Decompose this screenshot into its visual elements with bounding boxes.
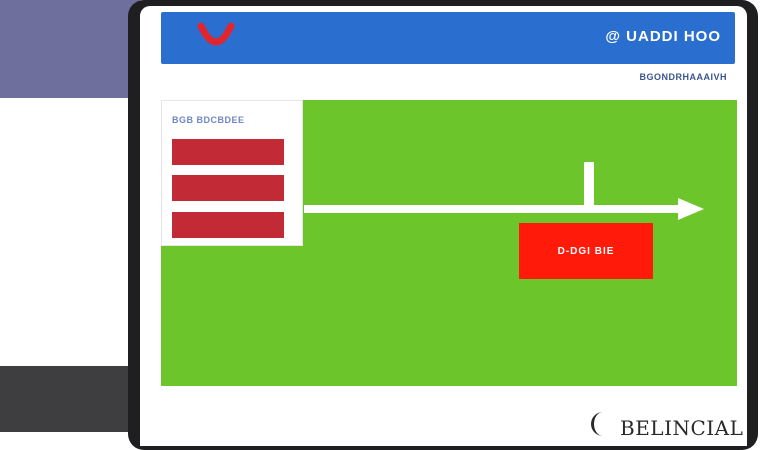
side-panel-title: BGB BDCBDEE — [172, 115, 245, 125]
side-panel: BGB BDCBDEE — [161, 100, 303, 246]
footer-brand-text: BELINCIAL — [620, 416, 744, 440]
action-button[interactable]: D-DGI BIE — [519, 223, 653, 279]
background-bottom — [0, 366, 140, 432]
side-panel-item[interactable] — [172, 139, 284, 165]
smile-arc-icon[interactable] — [195, 22, 237, 48]
arrow-head-icon — [678, 198, 704, 220]
crescent-icon — [591, 412, 603, 436]
app-screen: @ UADDI HOO BGONDRHAAAIVH BGB BDCBDEE D-… — [140, 6, 747, 446]
header-title[interactable]: @ UADDI HOO — [605, 28, 721, 45]
marker-post — [584, 162, 594, 208]
side-panel-item[interactable] — [172, 212, 284, 238]
app-header: @ UADDI HOO — [161, 12, 735, 64]
arrow-right-icon — [304, 205, 680, 213]
background-middle — [0, 98, 140, 366]
side-panel-item[interactable] — [172, 175, 284, 201]
background-top — [0, 0, 140, 98]
subnav-link[interactable]: BGONDRHAAAIVH — [639, 72, 727, 82]
